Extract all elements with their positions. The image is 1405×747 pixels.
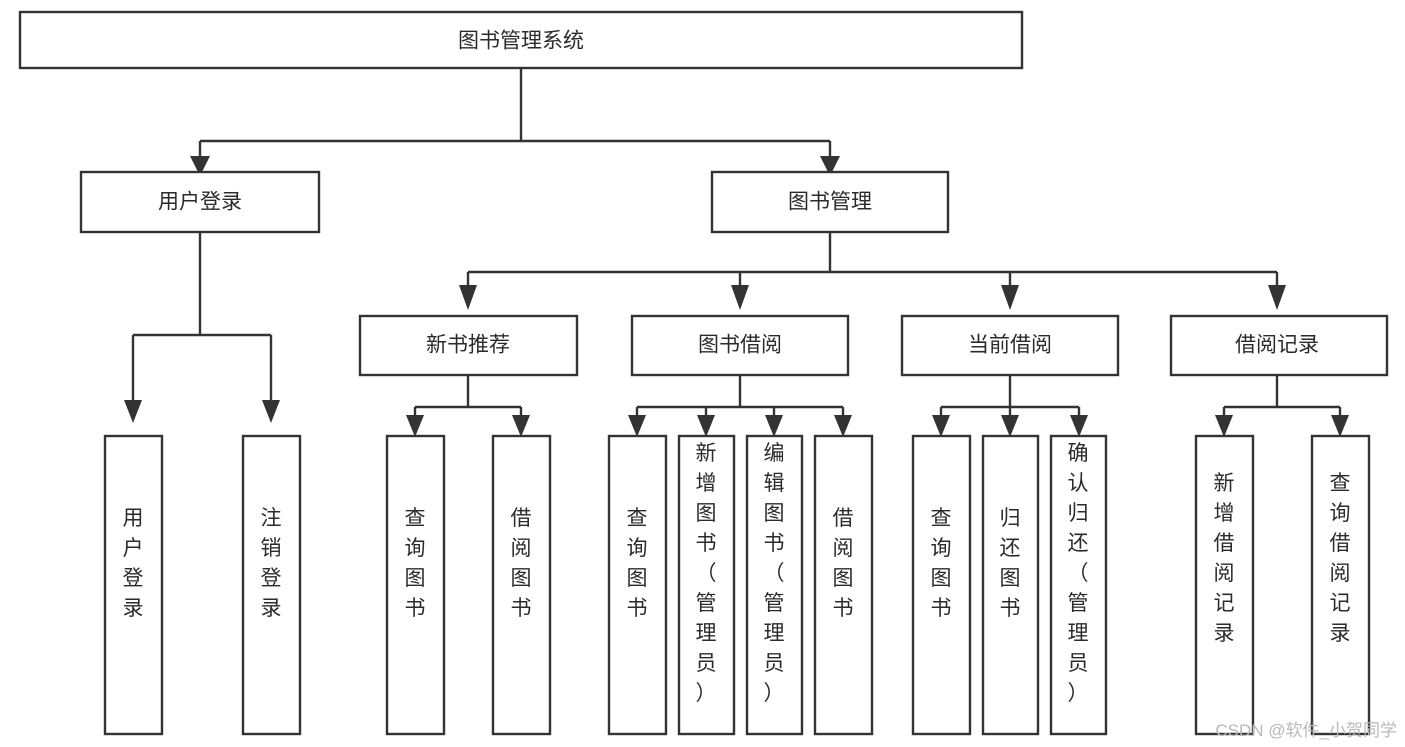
node-book-manage-box[interactable] (710, 170, 950, 234)
node-leaf-user-logout-box[interactable] (241, 434, 302, 736)
node-new-book-rec-box[interactable] (358, 314, 579, 377)
arrow-to-user-login (190, 156, 210, 176)
node-leaf-query-book-3-box[interactable] (911, 434, 972, 736)
node-root[interactable]: 图书管理系统 (18, 10, 1024, 70)
connector-new-book-rec-to-leaves (413, 375, 523, 418)
node-book-manage[interactable]: 图书管理 (710, 170, 950, 234)
node-leaf-borrow-book-2[interactable]: 借阅图书 (813, 434, 874, 736)
node-borrow-record[interactable]: 借阅记录 (1169, 314, 1389, 377)
node-leaf-add-record-box[interactable] (1194, 434, 1255, 736)
node-leaf-query-record[interactable]: 查询借阅记录 (1310, 434, 1371, 736)
node-user-login-label: 用户登录 (158, 191, 242, 214)
node-leaf-add-book-box[interactable] (677, 434, 736, 736)
node-new-book-rec-label: 新书推荐 (426, 334, 510, 357)
arrow-to-leaf-query-book-2 (628, 415, 646, 437)
arrow-to-leaf-borrow-book-1 (512, 415, 530, 437)
arrow-to-leaf-user-login (124, 400, 142, 423)
node-leaf-borrow-book-2-label: 借阅图书 (833, 507, 854, 620)
node-leaf-edit-book-box[interactable] (745, 434, 804, 736)
node-leaf-query-record-box[interactable] (1310, 434, 1371, 736)
node-leaf-borrow-book-1-label: 借阅图书 (511, 507, 532, 620)
connector-book-manage-to-level3 (466, 232, 1279, 288)
node-borrow-record-label: 借阅记录 (1235, 334, 1319, 357)
node-leaf-confirm-return[interactable]: 确认归还（管理员） (1049, 434, 1108, 736)
node-leaf-query-book-3-label: 查询图书 (931, 507, 952, 620)
node-book-borrow-box[interactable] (630, 314, 850, 377)
node-leaf-edit-book[interactable]: 编辑图书（管理员） (745, 434, 804, 736)
node-leaf-query-book-2-label: 查询图书 (627, 507, 648, 620)
node-leaf-query-book-1[interactable]: 查询图书 (385, 434, 446, 736)
node-leaf-query-book-3[interactable]: 查询图书 (911, 434, 972, 736)
arrow-to-leaf-add-book (697, 415, 715, 437)
node-leaf-user-login-label: 用户登录 (123, 507, 144, 620)
node-leaf-borrow-book-1[interactable]: 借阅图书 (491, 434, 552, 736)
arrow-to-book-manage (820, 156, 840, 176)
node-user-login[interactable]: 用户登录 (79, 170, 321, 234)
node-leaf-user-logout-label: 注销登录 (261, 507, 282, 620)
node-leaf-borrow-book-2-box[interactable] (813, 434, 874, 736)
arrow-to-current-borrow (1001, 285, 1019, 310)
connector-current-borrow-to-leaves (939, 375, 1081, 418)
csdn-watermark: CSDN @软件_小贺同学 (1215, 721, 1397, 740)
arrow-to-book-borrow (731, 285, 749, 310)
node-leaf-add-book[interactable]: 新增图书（管理员） (677, 434, 736, 736)
node-leaf-borrow-book-1-box[interactable] (491, 434, 552, 736)
connector-book-borrow-to-leaves (635, 375, 845, 418)
node-current-borrow-box[interactable] (900, 314, 1120, 377)
node-current-borrow[interactable]: 当前借阅 (900, 314, 1120, 377)
node-current-borrow-label: 当前借阅 (968, 334, 1052, 357)
arrow-to-borrow-record (1268, 285, 1286, 310)
node-leaf-confirm-return-box[interactable] (1049, 434, 1108, 736)
connectors-layer (124, 69, 1349, 437)
node-book-borrow[interactable]: 图书借阅 (630, 314, 850, 377)
node-leaf-add-record-label: 新增借阅记录 (1214, 472, 1235, 645)
node-new-book-rec[interactable]: 新书推荐 (358, 314, 579, 377)
node-leaf-user-login[interactable]: 用户登录 (103, 434, 164, 736)
connector-user-login-to-leaves (131, 232, 273, 404)
node-leaf-add-book-label: 新增图书（管理员） (696, 442, 717, 705)
node-leaf-query-book-2[interactable]: 查询图书 (607, 434, 668, 736)
arrow-to-leaf-edit-book (765, 415, 783, 437)
node-user-login-box[interactable] (79, 170, 321, 234)
node-leaf-return-book-box[interactable] (981, 434, 1040, 736)
node-borrow-record-box[interactable] (1169, 314, 1389, 377)
node-book-borrow-label: 图书借阅 (698, 334, 782, 357)
arrow-to-leaf-query-book-1 (406, 415, 424, 437)
node-root-label: 图书管理系统 (458, 30, 584, 53)
node-leaf-query-record-label: 查询借阅记录 (1330, 472, 1351, 645)
node-leaf-user-login-box[interactable] (103, 434, 164, 736)
arrow-to-new-book-rec (459, 285, 477, 310)
arrow-to-leaf-add-record (1215, 415, 1233, 437)
arrow-to-leaf-user-logout (262, 400, 280, 423)
arrow-to-leaf-query-record (1331, 415, 1349, 437)
node-leaf-user-logout[interactable]: 注销登录 (241, 434, 302, 736)
arrow-to-leaf-confirm-return (1070, 415, 1088, 437)
node-leaf-return-book[interactable]: 归还图书 (981, 434, 1040, 736)
node-book-manage-label: 图书管理 (788, 191, 872, 214)
arrow-to-leaf-return-book (1001, 415, 1019, 437)
node-leaf-return-book-label: 归还图书 (1000, 507, 1021, 620)
node-root-box[interactable] (18, 10, 1024, 70)
node-leaf-confirm-return-label: 确认归还（管理员） (1068, 442, 1089, 705)
node-leaf-query-book-1-box[interactable] (385, 434, 446, 736)
arrow-to-leaf-borrow-book-2 (834, 415, 852, 437)
connector-root-to-level2 (198, 69, 832, 160)
arrow-to-leaf-query-book-3 (932, 415, 950, 437)
node-leaf-query-book-2-box[interactable] (607, 434, 668, 736)
node-leaf-query-book-1-label: 查询图书 (405, 507, 426, 620)
node-leaf-edit-book-label: 编辑图书（管理员） (764, 442, 785, 705)
connector-borrow-record-to-leaves (1222, 375, 1342, 418)
node-leaf-add-record[interactable]: 新增借阅记录 (1194, 434, 1255, 736)
